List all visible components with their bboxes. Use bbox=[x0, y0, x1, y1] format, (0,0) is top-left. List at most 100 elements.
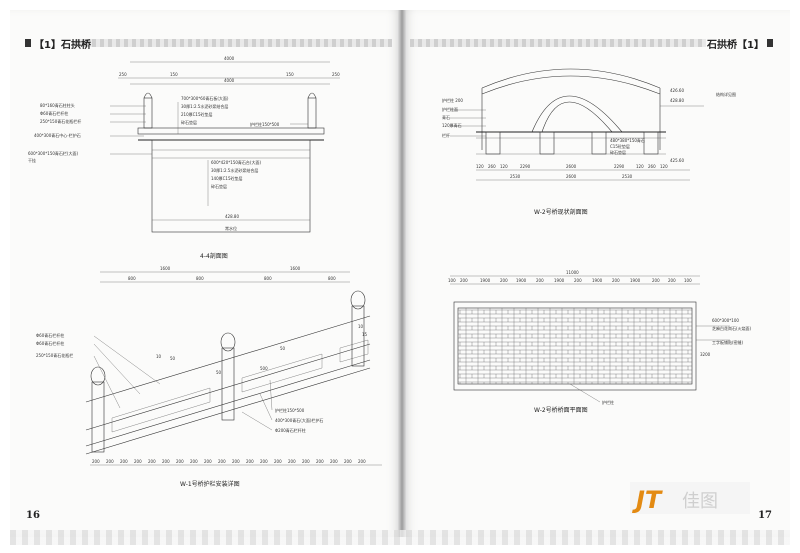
dim-text: 1900 bbox=[554, 278, 565, 283]
dim-text: 10 bbox=[358, 324, 364, 329]
w2-plan-top-dims: 100 200 1900 200 1900 200 1900 200 1900 … bbox=[448, 278, 692, 283]
dim-text: 200 bbox=[330, 459, 338, 464]
figure-caption: W-2号桥桥面平面图 bbox=[534, 406, 588, 414]
label-text: 护栏柱 bbox=[602, 399, 614, 405]
label-text: 600*300*100 bbox=[712, 318, 739, 323]
dim-text: 200 bbox=[162, 459, 170, 464]
label-text: C15砼垫层 bbox=[610, 143, 630, 149]
dim-text: 1900 bbox=[630, 278, 641, 283]
dim-text: 260 bbox=[648, 164, 656, 169]
paving-pattern bbox=[458, 308, 692, 384]
label-text: 400*300青石中心-栏护石 bbox=[34, 132, 81, 138]
level-text: 425.60 bbox=[670, 158, 684, 163]
label-text: 栏杆 bbox=[442, 132, 450, 138]
label-text: 140厚C15砼垫层 bbox=[211, 175, 243, 181]
dim-text: 2600 bbox=[566, 174, 577, 179]
label-text: Φ60青石栏杆柱 bbox=[36, 332, 64, 338]
dim-text: 1900 bbox=[592, 278, 603, 283]
dim-text: 200 bbox=[574, 278, 582, 283]
dim-text: 200 bbox=[190, 459, 198, 464]
label-text: 护栏柱 200 bbox=[442, 97, 463, 103]
dim-text: 120 bbox=[660, 164, 668, 169]
figure-w1-railing: 800 800 1600 800 800 1600 bbox=[36, 266, 382, 488]
dim-text: 200 bbox=[92, 459, 100, 464]
dim-text: 250 bbox=[119, 72, 127, 77]
dim-text: 200 bbox=[106, 459, 114, 464]
book-gutter bbox=[398, 10, 406, 537]
dim-text: 120 bbox=[476, 164, 484, 169]
level-text: 426.60 bbox=[670, 88, 684, 93]
note-text: 结构详见图 bbox=[716, 91, 736, 97]
dim-text: 4000 bbox=[224, 56, 235, 61]
dim-text: 10 bbox=[156, 354, 162, 359]
dim-text: 800 bbox=[196, 276, 204, 281]
label-text: 480*380*150青石 bbox=[610, 137, 645, 143]
dim-text: 200 bbox=[260, 459, 268, 464]
label-text: Φ200青石栏杆柱 bbox=[275, 427, 306, 433]
figure-4-4-section: 4000 250 150 4000 150 250 80*160青石柱柱头 bbox=[28, 56, 340, 260]
book-spread: 【1】石拱桥 石拱桥【1】 4000 250 150 4000 150 250 bbox=[10, 10, 790, 545]
dim-text: 100 bbox=[684, 278, 692, 283]
dim-text: 11000 bbox=[566, 270, 579, 275]
dim-text: 1600 bbox=[160, 266, 171, 271]
label-text: 80*160青石柱柱头 bbox=[40, 102, 75, 108]
dim-text: 200 bbox=[148, 459, 156, 464]
dim-text: 150 bbox=[170, 72, 178, 77]
figure-w2-plan: 11000 100 200 1900 200 1900 200 1900 200… bbox=[448, 270, 752, 414]
left-page bbox=[10, 10, 402, 537]
label-text: 120厚青石 bbox=[442, 122, 462, 128]
dim-text: 200 bbox=[134, 459, 142, 464]
label-text: 护栏柱150*500 bbox=[275, 407, 305, 413]
header-band-right bbox=[410, 39, 706, 47]
dim-text: 120 bbox=[500, 164, 508, 169]
dim-text: 50 bbox=[216, 370, 222, 375]
dim-text: 1900 bbox=[480, 278, 491, 283]
label-text: 400*300青石(大面)栏护石 bbox=[275, 417, 323, 423]
dim-text: 120 bbox=[636, 164, 644, 169]
label-text: 青石 bbox=[442, 114, 450, 120]
dim-text: 500 bbox=[260, 366, 268, 371]
label-text: 碎石垫层 bbox=[181, 119, 197, 125]
dim-text: 260 bbox=[488, 164, 496, 169]
label-text: Φ60青石栏杆柱 bbox=[40, 110, 68, 116]
left-header-title: 【1】石拱桥 bbox=[34, 39, 91, 51]
dim-text: 100 bbox=[448, 278, 456, 283]
dim-text: 2290 bbox=[520, 164, 531, 169]
dim-text: 200 bbox=[302, 459, 310, 464]
dim-text: 15 bbox=[362, 332, 368, 337]
dim-text: 200 bbox=[668, 278, 676, 283]
label-text: 工字板铺贴(密缝) bbox=[712, 339, 744, 345]
figure-w2-elevation: 护栏柱 200 护栏柱面 青石 120厚青石 栏杆 426.60 428.80 … bbox=[442, 68, 736, 216]
label-text: 210厚C15砼垫层 bbox=[181, 111, 213, 117]
drawings-canvas: 4000 250 150 4000 150 250 80*160青石柱柱头 bbox=[28, 56, 752, 488]
label-text: Φ60青石栏杆柱 bbox=[36, 340, 64, 346]
page-edge-pattern bbox=[10, 530, 790, 545]
dim-text: 200 bbox=[358, 459, 366, 464]
label-text: 600*300*150青石栏(大面) bbox=[28, 150, 78, 156]
dim-text: 200 bbox=[536, 278, 544, 283]
dim-text: 250 bbox=[332, 72, 340, 77]
dim-text: 1600 bbox=[290, 266, 301, 271]
header-square-icon bbox=[767, 39, 773, 47]
label-text: 250*150青石花瓶栏杆 bbox=[40, 118, 81, 124]
label-text: 护栏柱150*500 bbox=[250, 121, 280, 127]
logo-brand-text: 佳图 bbox=[682, 491, 718, 512]
level-text: 428.80 bbox=[670, 98, 684, 103]
right-header-title: 石拱桥【1】 bbox=[707, 39, 764, 51]
right-running-header: 石拱桥【1】 bbox=[707, 36, 776, 51]
figure-caption: 4-4剖面图 bbox=[200, 252, 228, 260]
left-running-header: 【1】石拱桥 bbox=[22, 36, 91, 51]
label-text: 常水位 bbox=[225, 225, 237, 231]
right-page-number: 17 bbox=[758, 510, 772, 521]
dim-text: 150 bbox=[286, 72, 294, 77]
label-text: 碎石垫层 bbox=[610, 149, 626, 155]
dim-text: 200 bbox=[274, 459, 282, 464]
dim-text: 2530 bbox=[510, 174, 521, 179]
dim-text: 200 bbox=[246, 459, 254, 464]
dim-text: 200 bbox=[288, 459, 296, 464]
dim-text: 2290 bbox=[614, 164, 625, 169]
header-square-icon bbox=[25, 39, 31, 47]
logo-text: JT bbox=[632, 486, 663, 514]
dim-text: 800 bbox=[128, 276, 136, 281]
dim-text: 200 bbox=[500, 278, 508, 283]
